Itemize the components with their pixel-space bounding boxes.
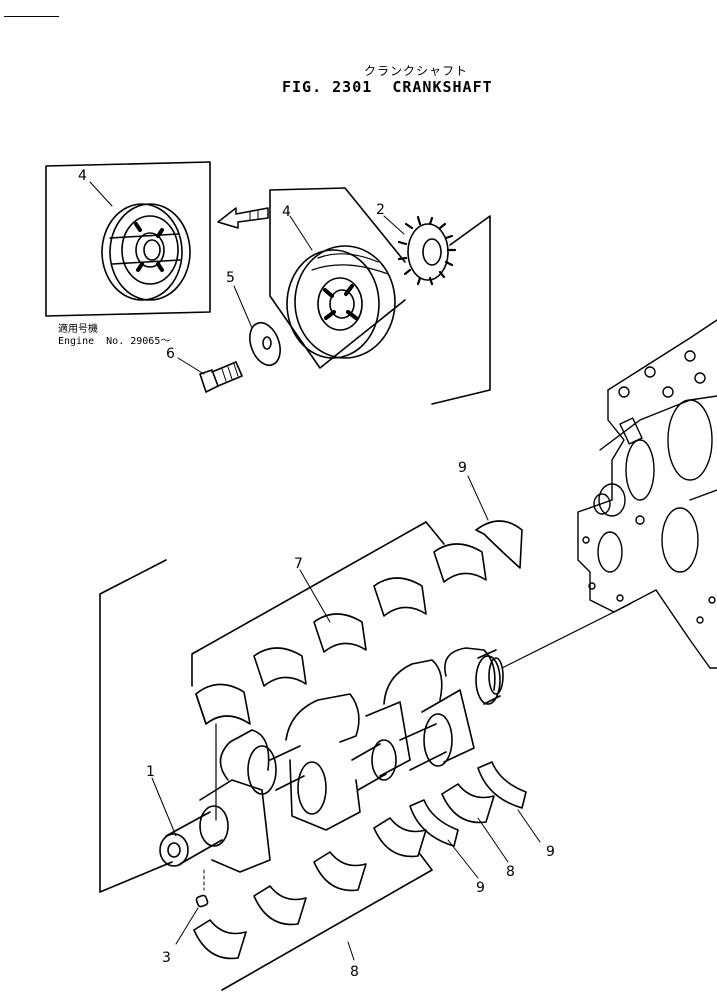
pulley-outline-box [269, 187, 406, 369]
callout-6: 6 [166, 346, 175, 362]
callout-8-right: 8 [506, 864, 515, 880]
inset-note-japanese: 適用号機 [58, 324, 98, 335]
washer-drawing [249, 321, 281, 367]
bearing-upper-4 [373, 577, 427, 617]
callout-9-top: 9 [458, 460, 467, 476]
callout-4-inset: 4 [78, 168, 87, 184]
upper-bearing-bracket [191, 521, 445, 687]
crank-bracket-line [99, 559, 167, 893]
crankshaft-drawing [159, 647, 504, 873]
callout-9-right: 9 [546, 844, 555, 860]
bearing-upper-5 [433, 543, 487, 583]
arrow-to-inset [217, 207, 269, 229]
title-japanese: クランクシャフト [364, 64, 469, 78]
engine-block-drawing [577, 319, 717, 669]
thrust-washer-bottom-1 [409, 799, 459, 847]
dowel-pin-drawing [195, 894, 209, 908]
thrust-washer-bottom-2 [477, 761, 527, 809]
callout-1: 1 [146, 764, 155, 780]
bearing-lower-5 [441, 783, 495, 824]
leader-lines [89, 181, 541, 961]
callout-7: 7 [294, 556, 303, 572]
callout-9-lower: 9 [476, 880, 485, 896]
bearing-lower-3 [313, 851, 367, 892]
bearing-lower-2 [253, 885, 307, 926]
callout-4-main: 4 [282, 204, 291, 220]
bolt-drawing [199, 361, 243, 393]
bearing-upper-3 [313, 613, 367, 653]
crank-axis-line [501, 603, 631, 669]
upper-bearings [195, 543, 487, 725]
bearing-upper-2 [253, 647, 307, 687]
thrust-washer-top [475, 520, 523, 569]
inset-pulley-drawing [101, 203, 191, 301]
callout-8-lower: 8 [350, 964, 359, 980]
corner-mark [4, 16, 59, 17]
inset-box [45, 161, 211, 317]
crank-bracket-line-lower [99, 861, 173, 893]
inset-note-english: Engine No. 29065～ [58, 336, 171, 347]
bearing-lower-4 [373, 817, 427, 858]
callout-5: 5 [226, 270, 235, 286]
main-pulley-drawing [286, 245, 396, 359]
lower-bearing-bracket [221, 853, 433, 991]
callout-2: 2 [376, 202, 385, 218]
bearing-lower-1 [193, 919, 247, 960]
callout-3: 3 [162, 950, 171, 966]
gear-bracket-line [431, 215, 491, 405]
gear-drawing [397, 215, 457, 286]
title-english: FIG. 2301 CRANKSHAFT [282, 78, 493, 96]
bearing-upper-1 [195, 683, 251, 725]
